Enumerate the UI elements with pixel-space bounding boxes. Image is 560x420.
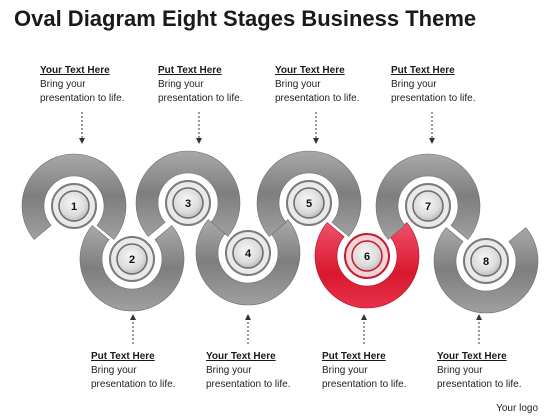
top-label-3: Your Text Here Bring your presentation t… — [275, 64, 405, 106]
stage-8-number: 8 — [483, 256, 489, 268]
stage-4: 4 — [195, 219, 301, 306]
stage-2-ring — [79, 225, 185, 312]
stage-6-disc — [351, 240, 383, 272]
bottom-label-4-text: Bring your presentation to life. — [437, 365, 522, 390]
bottom-label-3-heading: Put Text Here — [322, 351, 386, 362]
stage-6: 6 — [314, 222, 420, 309]
stage-7-disc — [412, 190, 444, 222]
stage-6-ring — [314, 222, 420, 309]
bottom-label-3: Put Text Here Bring your presentation to… — [322, 350, 452, 392]
stage-7-number: 7 — [425, 201, 431, 213]
stage-4-number: 4 — [245, 248, 252, 260]
bottom-label-1-text: Bring your presentation to life. — [91, 365, 176, 390]
top-label-4: Put Text Here Bring your presentation to… — [391, 64, 521, 106]
bottom-label-1: Put Text Here Bring your presentation to… — [91, 350, 221, 392]
bottom-label-1-heading: Put Text Here — [91, 351, 155, 362]
top-label-1-text: Bring your presentation to life. — [40, 79, 125, 104]
diagram-title: Oval Diagram Eight Stages Business Theme — [14, 6, 477, 31]
top-label-3-heading: Your Text Here — [275, 65, 345, 76]
top-label-2-text: Bring your presentation to life. — [158, 79, 243, 104]
stage-2-disc — [116, 243, 148, 275]
stage-8-ring — [433, 227, 539, 314]
stage-3-disc — [172, 187, 204, 219]
top-label-2: Put Text Here Bring your presentation to… — [158, 64, 288, 106]
stage-3-ring — [135, 150, 241, 237]
stage-2-number: 2 — [129, 254, 135, 266]
top-label-1-heading: Your Text Here — [40, 65, 110, 76]
stage-3-number: 3 — [185, 198, 191, 210]
stage-8: 8 — [433, 227, 539, 314]
stage-1-number: 1 — [71, 201, 77, 213]
stage-rings: 1 2 3 4 5 6 7 8 — [21, 150, 539, 314]
bottom-label-4: Your Text Here Bring your presentation t… — [437, 350, 560, 392]
stage-8-disc — [470, 245, 502, 277]
stage-6-number: 6 — [364, 251, 370, 263]
stage-5-number: 5 — [306, 198, 312, 210]
stage-1: 1 — [21, 153, 127, 240]
stage-5-disc — [293, 187, 325, 219]
stage-7: 7 — [375, 153, 481, 240]
bottom-label-2-text: Bring your presentation to life. — [206, 365, 291, 390]
stage-1-ring — [21, 153, 127, 240]
stage-4-disc — [232, 237, 264, 269]
stage-4-ring — [195, 219, 301, 306]
top-label-2-heading: Put Text Here — [158, 65, 222, 76]
top-label-4-heading: Put Text Here — [391, 65, 455, 76]
bottom-label-3-text: Bring your presentation to life. — [322, 365, 407, 390]
footer-logo: Your logo — [496, 403, 538, 414]
stage-3: 3 — [135, 150, 241, 237]
bottom-label-2-heading: Your Text Here — [206, 351, 276, 362]
stage-5-ring — [256, 150, 362, 237]
bottom-label-2: Your Text Here Bring your presentation t… — [206, 350, 336, 392]
top-label-1: Your Text Here Bring your presentation t… — [40, 64, 170, 106]
stage-7-ring — [375, 153, 481, 240]
top-label-3-text: Bring your presentation to life. — [275, 79, 360, 104]
stage-5: 5 — [256, 150, 362, 237]
stage-1-disc — [58, 190, 90, 222]
top-label-4-text: Bring your presentation to life. — [391, 79, 476, 104]
stage-2: 2 — [79, 225, 185, 312]
bottom-label-4-heading: Your Text Here — [437, 351, 507, 362]
